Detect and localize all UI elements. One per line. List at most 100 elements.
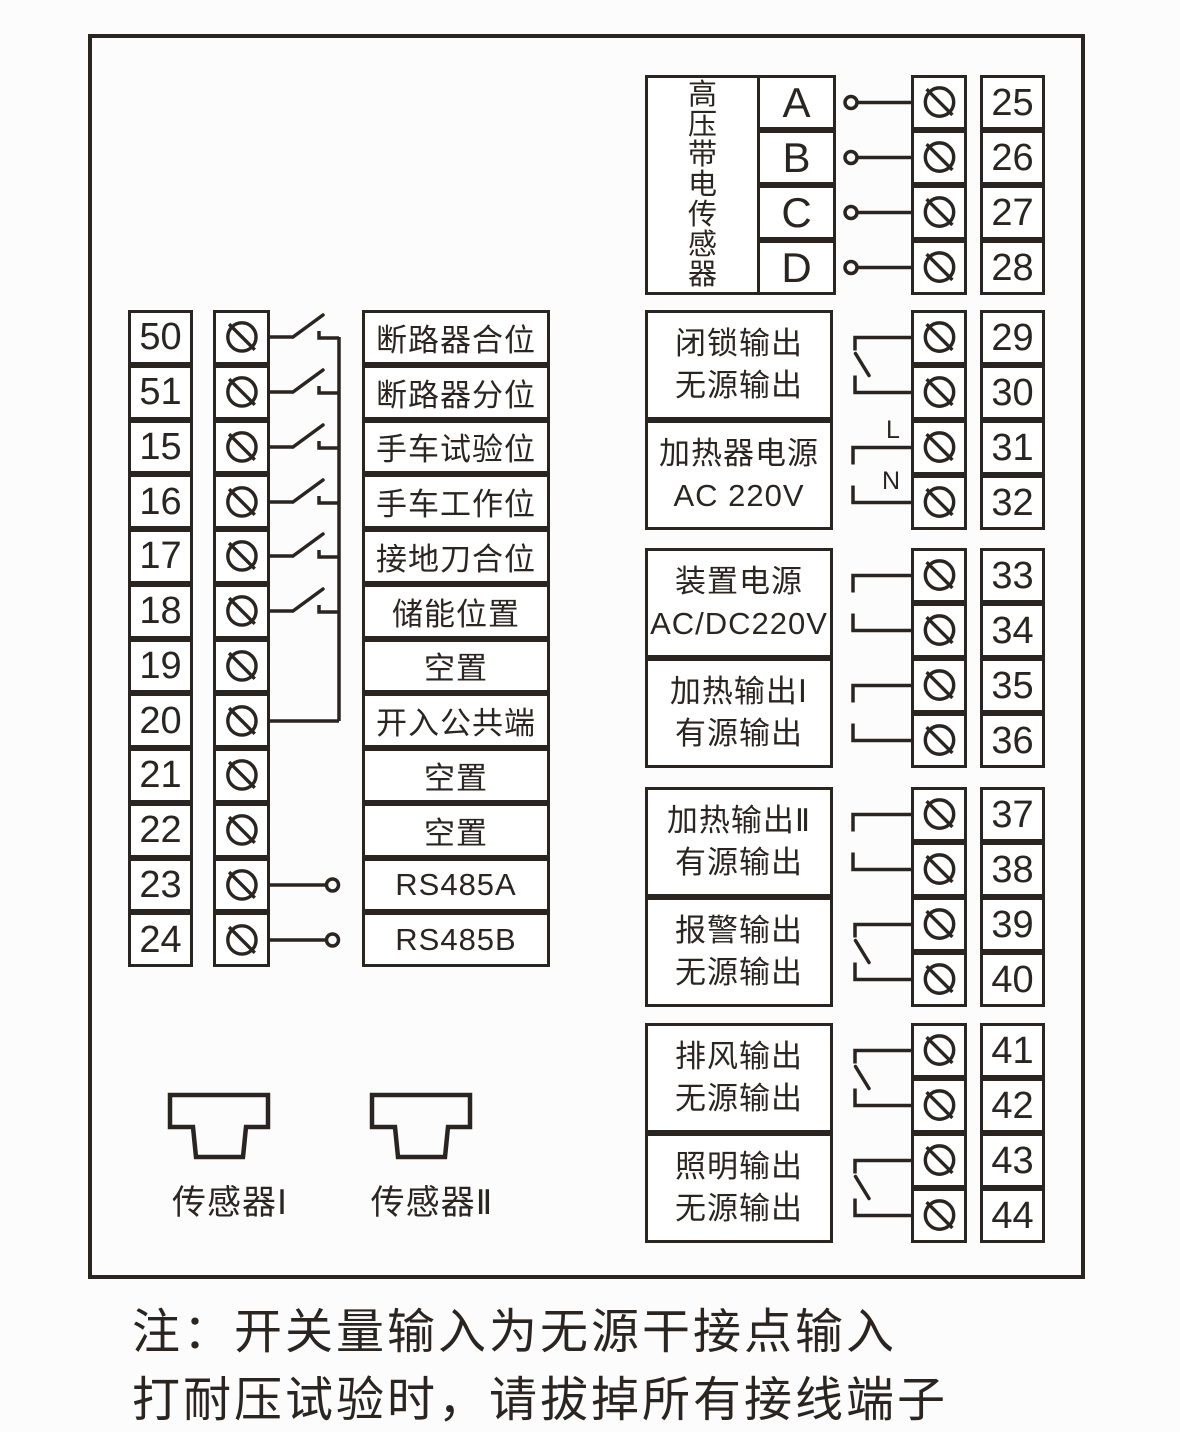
screw-terminal-icon: [911, 713, 967, 768]
screw-terminal-icon: [911, 420, 967, 475]
screw-terminal-icon: [213, 310, 270, 365]
terminal-number: 24: [128, 912, 193, 967]
terminal-number: 16: [128, 474, 193, 529]
terminal-number: 44: [980, 1188, 1045, 1243]
terminal-number: 39: [980, 897, 1045, 952]
terminal-number: 51: [128, 364, 193, 420]
screw-terminal-icon: [911, 603, 967, 658]
screw-terminal-icon: [911, 475, 967, 530]
screw-terminal-icon: [213, 638, 270, 694]
terminal-number: 36: [980, 713, 1045, 768]
screw-terminal-icon: [911, 787, 967, 842]
terminal-number: 32: [980, 475, 1045, 530]
screw-terminal-icon: [213, 693, 270, 748]
sensor2-caption: 传感器Ⅱ: [370, 1184, 494, 1222]
screw-terminal-icon: [911, 1188, 967, 1243]
screw-terminal-icon: [213, 912, 270, 967]
lighting-output-box: 照明输出无源输出: [645, 1133, 833, 1243]
terminal-number: 15: [128, 419, 193, 475]
screw-terminal-icon: [911, 548, 967, 603]
signal-label: 空置: [362, 748, 550, 803]
output-box-lock: 闭锁输出无源输出: [645, 310, 833, 420]
live-label: L: [886, 416, 900, 444]
signal-label: RS485B: [362, 912, 550, 967]
terminal-number: 20: [128, 693, 193, 748]
signal-label: 接地刀合位: [362, 529, 550, 584]
terminal-number: 26: [980, 130, 1045, 185]
fan-output-box: 排风输出无源输出: [645, 1023, 833, 1133]
screw-terminal-icon: [213, 583, 270, 639]
screw-terminal-icon: [213, 857, 270, 913]
screw-terminal-icon: [911, 897, 967, 952]
terminal-number: 50: [128, 310, 193, 365]
signal-label: RS485A: [362, 857, 550, 913]
screw-terminal-icon: [911, 310, 967, 365]
hv-sensor-title: 高压带电传感器: [687, 79, 717, 291]
note-line-2: 打耐压试验时，请拔掉所有接线端子: [132, 1374, 949, 1427]
screw-terminal-icon: [911, 658, 967, 713]
sensor-channel-label: A: [757, 75, 836, 130]
screw-terminal-icon: [911, 240, 967, 295]
screw-terminal-icon: [213, 529, 270, 584]
left-signal-label-column: 断路器合位 断路器分位 手车试验位 手车工作位 接地刀合位 储能位置 空置 开入…: [362, 310, 550, 967]
signal-label: 手车试验位: [362, 419, 550, 475]
terminal-number: 19: [128, 638, 193, 694]
terminal-number: 29: [980, 310, 1045, 365]
screw-terminal-icon: [911, 1078, 967, 1133]
terminal-number: 33: [980, 548, 1045, 603]
signal-label: 空置: [362, 638, 550, 694]
screw-terminal-icon: [911, 75, 967, 130]
terminal-number: 21: [128, 748, 193, 803]
sensor-channel-label: C: [757, 185, 836, 240]
terminal-number: 25: [980, 75, 1045, 130]
terminal-number: 18: [128, 583, 193, 639]
terminal-number: 43: [980, 1133, 1045, 1188]
diagram-border: [88, 34, 1085, 1279]
screw-terminal-icon: [911, 185, 967, 240]
signal-label: 断路器合位: [362, 310, 550, 365]
hv-sensor-channels: A B C D: [757, 75, 836, 295]
screw-terminal-icon: [911, 1023, 967, 1078]
signal-label: 手车工作位: [362, 474, 550, 529]
signal-label: 开入公共端: [362, 693, 550, 748]
terminal-number: 34: [980, 603, 1045, 658]
terminal-number: 30: [980, 365, 1045, 420]
screw-terminal-icon: [213, 802, 270, 858]
hv-sensor-block: 高压带电传感器 A B C D: [645, 75, 836, 295]
terminal-number: 40: [980, 952, 1045, 1007]
alarm-output-box: 报警输出无源输出: [645, 897, 833, 1007]
neutral-label: N: [882, 467, 901, 495]
screw-terminal-icon: [213, 419, 270, 475]
terminal-number: 27: [980, 185, 1045, 240]
screw-terminal-icon: [911, 842, 967, 897]
signal-label: 断路器分位: [362, 364, 550, 420]
terminal-number: 35: [980, 658, 1045, 713]
terminal-number: 28: [980, 240, 1045, 295]
sensor-channel-label: D: [757, 240, 836, 295]
terminal-number: 37: [980, 787, 1045, 842]
screw-terminal-icon: [911, 365, 967, 420]
terminal-number: 42: [980, 1078, 1045, 1133]
screw-terminal-icon: [213, 748, 270, 803]
screw-terminal-icon: [213, 474, 270, 529]
screw-terminal-icon: [911, 1133, 967, 1188]
terminal-number: 38: [980, 842, 1045, 897]
terminal-number: 22: [128, 802, 193, 858]
signal-label: 储能位置: [362, 583, 550, 639]
terminal-number: 17: [128, 529, 193, 584]
terminal-number: 41: [980, 1023, 1045, 1078]
left-screw-column: [213, 310, 270, 967]
screw-terminal-icon: [213, 364, 270, 420]
screw-terminal-icon: [911, 130, 967, 185]
note-line-1: 注：开关量输入为无源干接点输入: [132, 1306, 898, 1359]
sensor-channel-label: B: [757, 130, 836, 185]
screw-terminal-icon: [911, 952, 967, 1007]
sensor1-caption: 传感器Ⅰ: [171, 1184, 289, 1222]
